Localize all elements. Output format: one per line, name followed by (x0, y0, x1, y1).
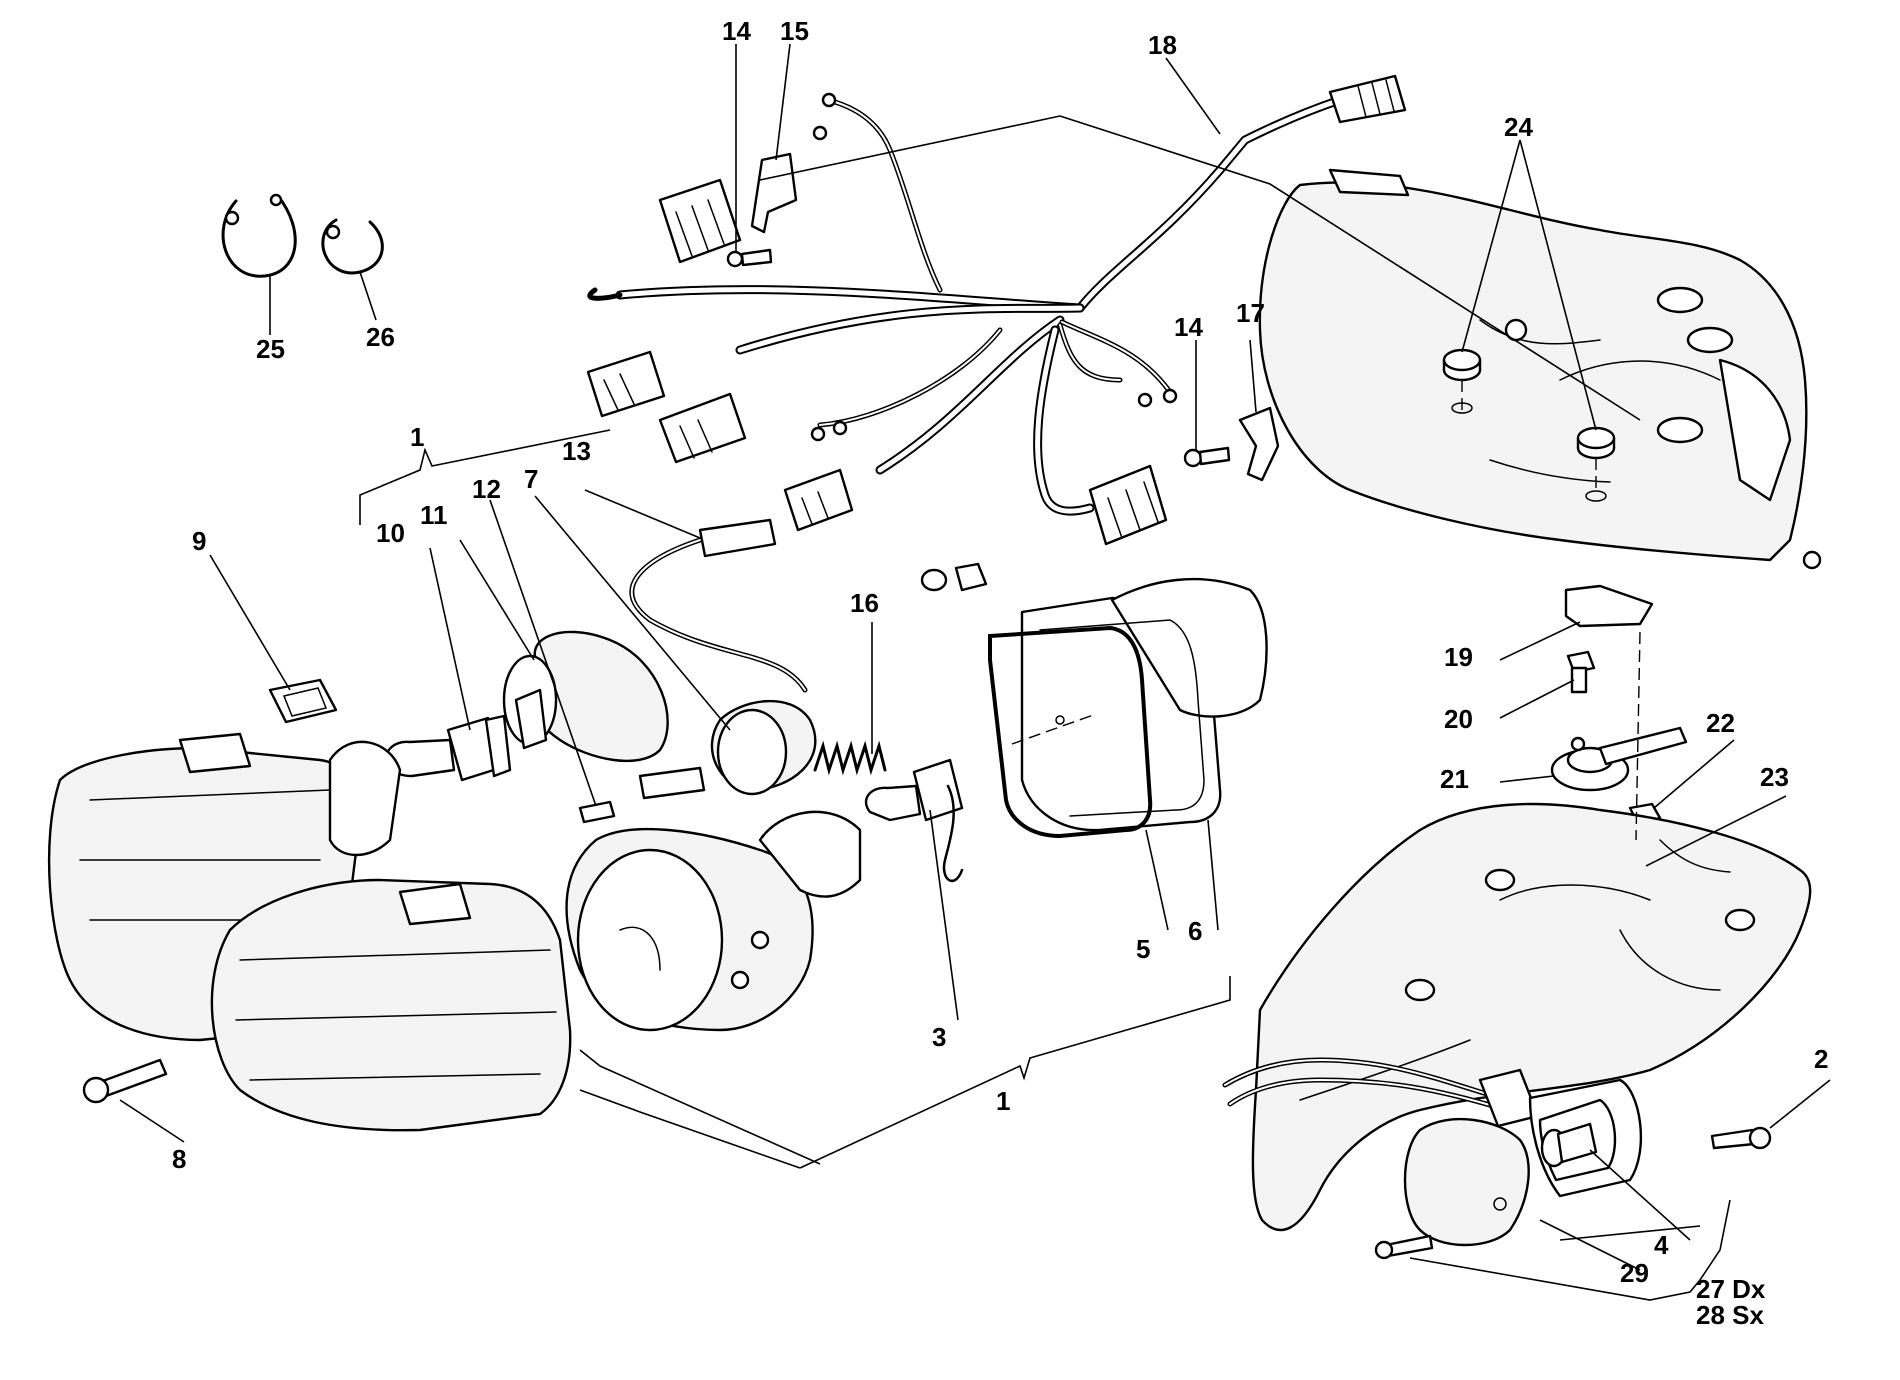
lower-fairing-mount (1251, 802, 1812, 1232)
clip-17 (1238, 406, 1280, 482)
screw-14-right (1183, 446, 1231, 468)
lamp-cable-13 (629, 518, 808, 693)
turn-signal-27-28 (1222, 1057, 1643, 1198)
clip-15 (750, 152, 798, 234)
callout-14-upper: 14 (722, 16, 751, 46)
callout-16: 16 (850, 588, 879, 618)
callout-27-dx: 27 Dx (1696, 1274, 1766, 1304)
callout-13: 13 (562, 436, 591, 466)
callout-labels: 14 15 18 24 25 26 14 17 1 9 10 11 12 7 1… (172, 16, 1828, 1330)
pilot-bulb-12 (578, 800, 616, 824)
headlight-reflector-6 (1020, 577, 1268, 832)
callout-23: 23 (1760, 762, 1789, 792)
screw-2 (1710, 1126, 1772, 1150)
washer-and-nut (920, 562, 988, 592)
cable-clip-26 (321, 218, 384, 275)
callout-8: 8 (172, 1144, 186, 1174)
callout-26: 26 (366, 322, 395, 352)
callout-20: 20 (1444, 704, 1473, 734)
callout-15: 15 (780, 16, 809, 46)
callout-12: 12 (472, 474, 501, 504)
callout-28-sx: 28 Sx (1696, 1300, 1764, 1330)
callout-21: 21 (1440, 764, 1469, 794)
callout-5: 5 (1136, 934, 1150, 964)
group-brackets (359, 115, 1731, 1301)
headlight-lens-twin (47, 732, 572, 1132)
bulb-3 (864, 758, 964, 883)
callout-6: 6 (1188, 916, 1202, 946)
callout-14-right: 14 (1174, 312, 1203, 342)
rubber-grommet-9 (268, 678, 338, 724)
spring-16 (813, 740, 887, 776)
screw-20 (1566, 650, 1596, 694)
cable-clip-25 (221, 193, 297, 278)
bulb-10 (385, 714, 512, 782)
rubber-cap-7 (638, 699, 817, 800)
bracket-19 (1564, 584, 1654, 628)
leader-lines (119, 43, 1831, 1271)
callout-25: 25 (256, 334, 285, 364)
headlight-support-frame (1258, 168, 1822, 570)
callout-17: 17 (1236, 298, 1265, 328)
callout-10: 10 (376, 518, 405, 548)
screw-14-upper (726, 248, 773, 268)
callout-22: 22 (1706, 708, 1735, 738)
callout-3: 3 (932, 1022, 946, 1052)
callout-7: 7 (524, 464, 538, 494)
callout-24: 24 (1504, 112, 1533, 142)
grommet-24-upper (1442, 348, 1482, 414)
callout-9: 9 (192, 526, 206, 556)
turn-signal-lens-29 (1403, 1117, 1530, 1247)
screw-29-lens (1374, 1234, 1434, 1260)
callout-19: 19 (1444, 642, 1473, 672)
rubber-cap-11 (502, 630, 669, 763)
screw-8 (82, 1058, 168, 1104)
callout-4: 4 (1654, 1230, 1669, 1260)
wiring-harness-18 (586, 74, 1407, 546)
projector-headlamp-1 (565, 810, 862, 1032)
horn-21 (1550, 726, 1688, 792)
callout-11: 11 (420, 500, 448, 530)
callout-1-bottom: 1 (996, 1086, 1010, 1116)
callout-18: 18 (1148, 30, 1177, 60)
callout-29: 29 (1620, 1258, 1649, 1288)
headlight-seal-5 (988, 625, 1153, 839)
callout-2: 2 (1814, 1044, 1828, 1074)
callout-1-top: 1 (410, 422, 424, 452)
